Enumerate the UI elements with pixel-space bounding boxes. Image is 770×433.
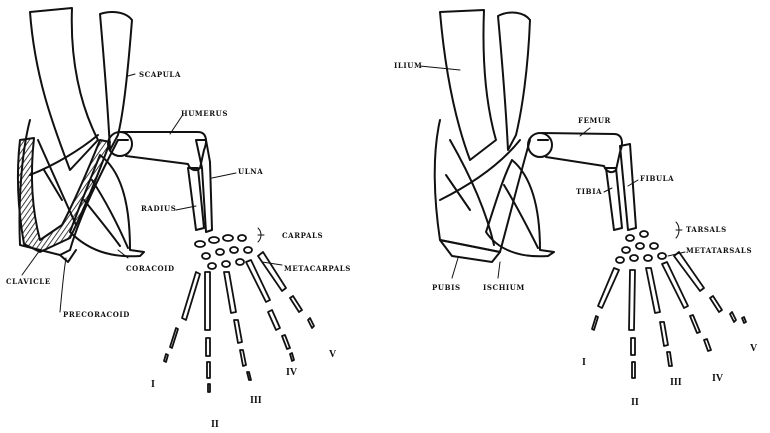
humerus	[108, 132, 206, 170]
label-fibula: FIBULA	[640, 175, 674, 182]
ilium-front	[498, 13, 530, 150]
forelimb-digit-label-2: II	[211, 420, 219, 430]
label-pubis: PUBIS	[432, 284, 461, 291]
forelimb-digit-label-1: I	[151, 380, 155, 390]
label-tibia: TIBIA	[576, 188, 602, 195]
label-femur: FEMUR	[578, 117, 611, 124]
label-clavicle: CLAVICLE	[6, 278, 51, 285]
hindlimb-digits	[592, 252, 746, 378]
tibia	[606, 168, 622, 230]
hindlimb-digit-label-3: III	[670, 378, 682, 388]
fibula	[620, 144, 636, 230]
label-metatarsals: METATARSALS	[686, 247, 752, 254]
femur	[528, 133, 622, 172]
label-tarsals: TARSALS	[686, 226, 727, 233]
forelimb-digit-label-4: IV	[286, 368, 297, 378]
label-metacarpals: METACARPALS	[284, 265, 351, 272]
forearm	[188, 140, 212, 232]
carpals	[195, 235, 252, 269]
pectoral-girdle	[18, 8, 144, 262]
hindlimb-digit-label-4: IV	[712, 374, 723, 384]
hindlimb-digit-label-1: I	[582, 358, 586, 368]
pelvic-girdle	[435, 10, 554, 262]
scapula	[100, 12, 132, 150]
pubis	[440, 240, 500, 262]
forelimb-digit-label-3: III	[250, 396, 262, 406]
hindlimb-digit-label-5: V	[750, 344, 757, 354]
forelimb-digit-label-5: V	[329, 350, 336, 360]
label-ulna: ULNA	[238, 168, 263, 175]
tarsals	[616, 231, 666, 263]
hindlimb-leaders	[420, 66, 685, 278]
shank	[606, 144, 636, 230]
label-coracoid: CORACOID	[126, 265, 175, 272]
label-procoracoid: PRECORACOID	[63, 311, 130, 318]
label-humerus: HUMERUS	[181, 110, 228, 117]
label-radius: RADIUS	[141, 205, 176, 212]
label-carpals: CARPALS	[282, 232, 323, 239]
hindlimb-digit-label-2: II	[631, 398, 639, 408]
label-ilium: ILIUM	[394, 62, 422, 69]
label-scapula: SCAPULA	[139, 71, 181, 78]
ilium	[440, 10, 496, 160]
label-ischium: ISCHIUM	[483, 284, 525, 291]
